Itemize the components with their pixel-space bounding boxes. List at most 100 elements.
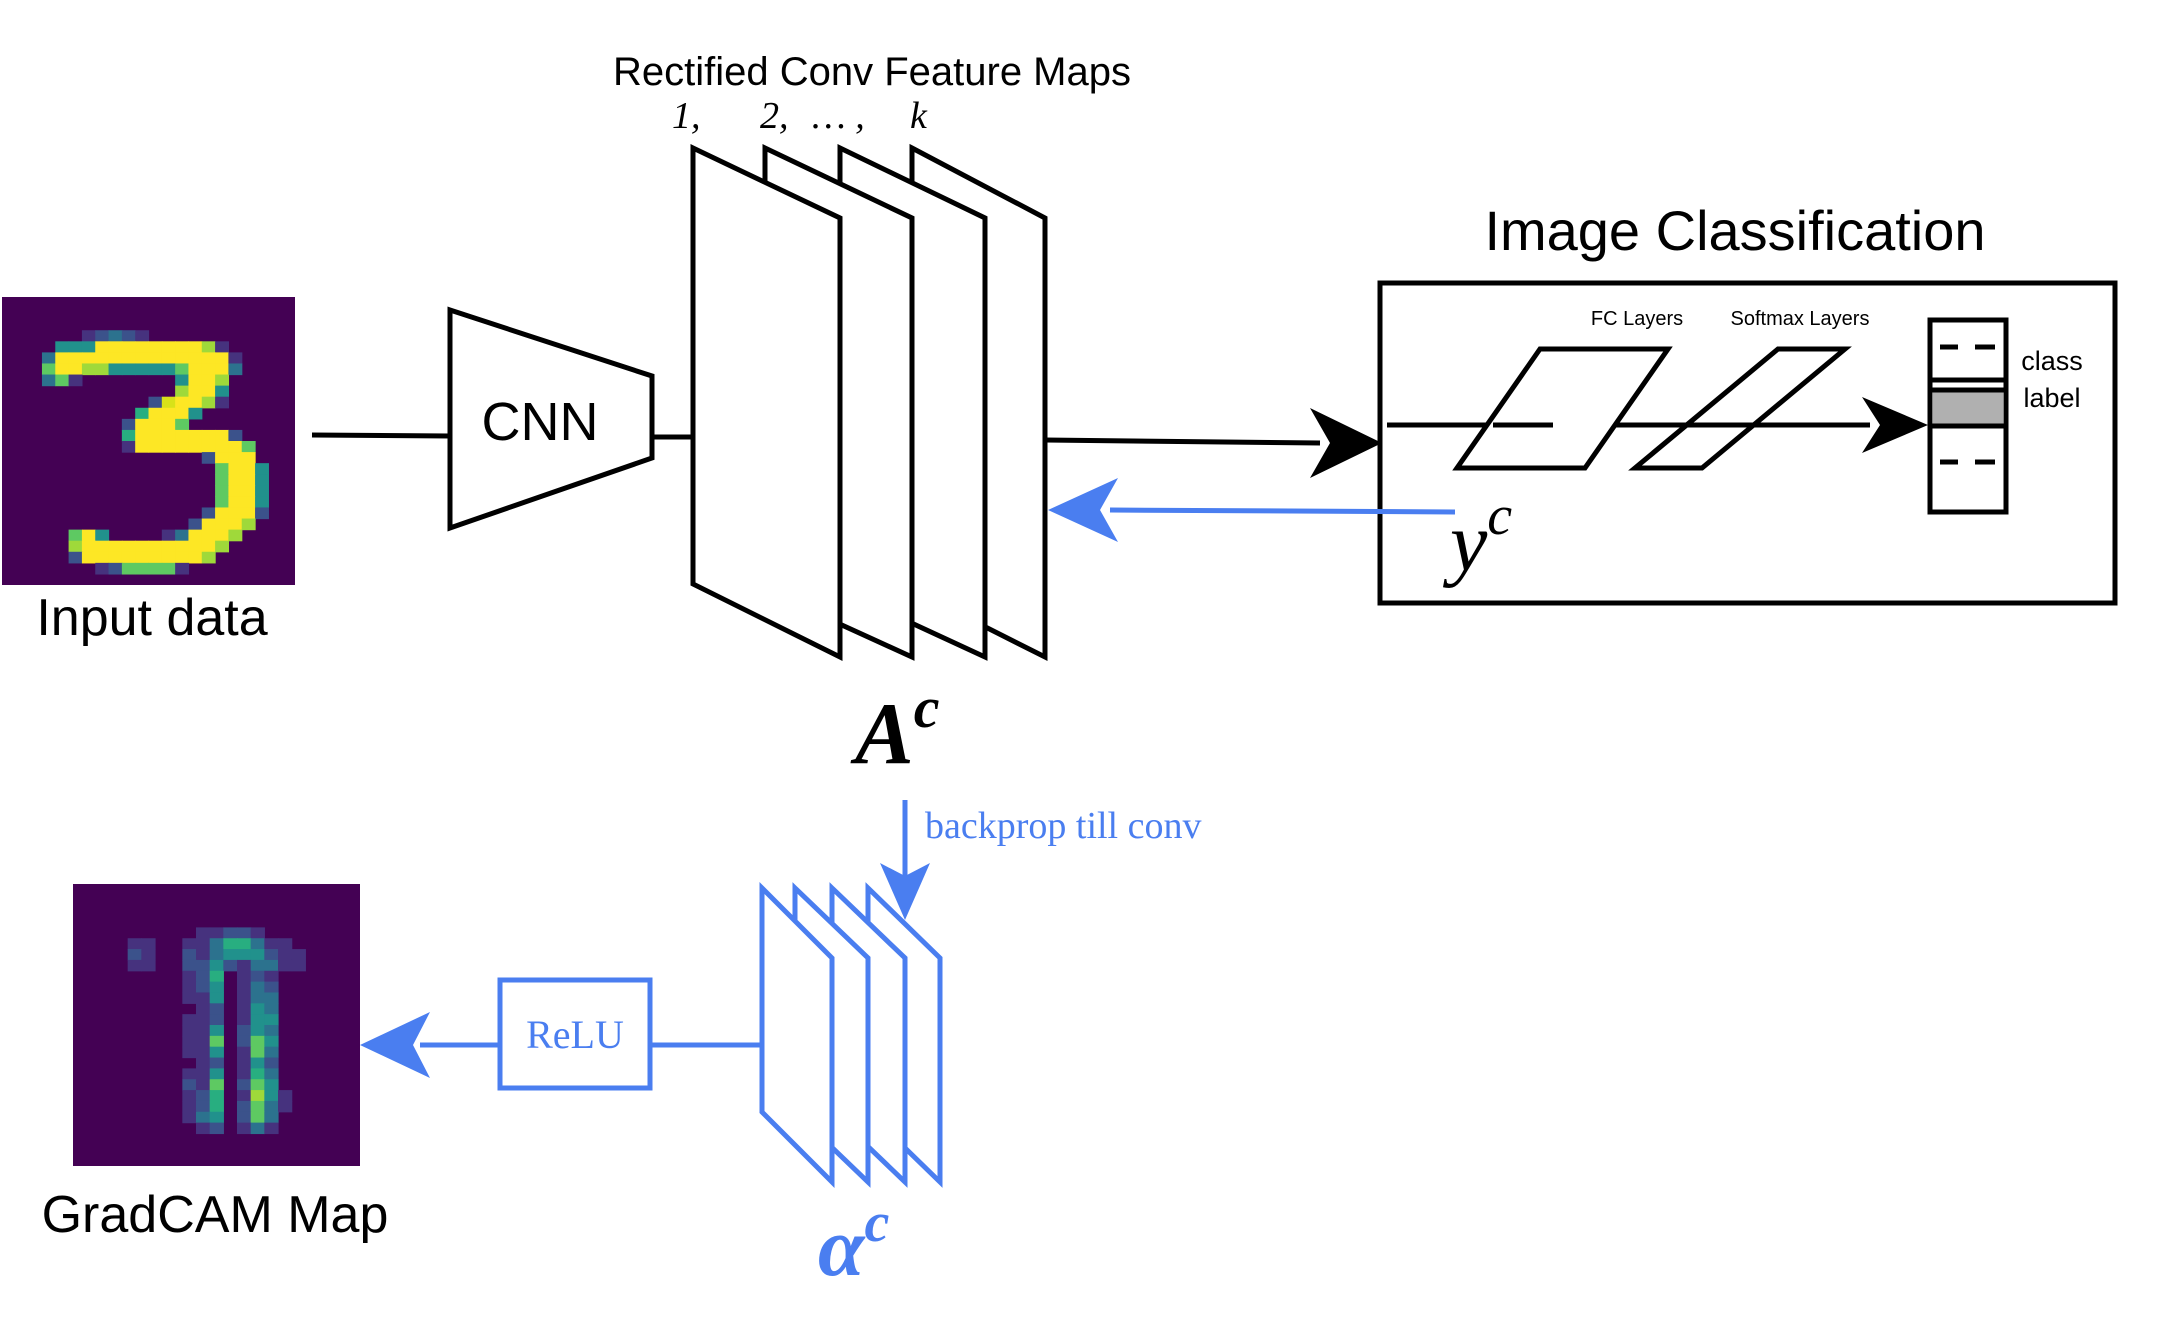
- input-image-pixel: [121, 352, 136, 365]
- gradcam-pixel: [278, 1100, 293, 1113]
- gradcam-pixel: [196, 1068, 211, 1080]
- input-image-pixel: [135, 429, 150, 442]
- input-image-pixel: [175, 418, 190, 431]
- input-image-pixel: [201, 396, 216, 409]
- gradcam-pixel: [264, 1003, 279, 1015]
- input-image-pixel: [201, 429, 216, 442]
- input-image-pixel: [241, 463, 256, 475]
- gradcam-pixel: [250, 1068, 265, 1080]
- gradcam-pixel: [196, 1122, 211, 1135]
- gradcam-pixel: [291, 959, 306, 972]
- input-image-pixel: [81, 551, 96, 564]
- input-digit-image: [2, 297, 295, 585]
- gradcam-pixel: [237, 981, 252, 994]
- gradient-weight-maps: [759, 881, 943, 1189]
- gradcam-pixel: [237, 992, 252, 1004]
- gradcam-pixel: [141, 949, 156, 961]
- input-image-pixel: [161, 540, 176, 553]
- gradcam-pixel: [209, 970, 224, 983]
- gradcam-pixel: [141, 959, 156, 972]
- softmax-layers-label: Softmax Layers: [1731, 308, 1870, 330]
- gradcam-pixel: [209, 1068, 224, 1080]
- relu-label: ReLU: [526, 1012, 624, 1057]
- class-vector-frame: [1927, 317, 2009, 515]
- input-image-pixel: [121, 418, 136, 431]
- input-image-pixel: [95, 352, 110, 365]
- gradcam-pixel: [237, 959, 252, 972]
- input-image-pixel: [175, 374, 190, 387]
- input-image-pixel: [215, 540, 230, 553]
- gradcam-pixel: [264, 1068, 279, 1080]
- gradcam-pixel: [223, 938, 238, 950]
- input-image-pixel: [228, 485, 243, 497]
- input-image-pixel: [135, 330, 150, 342]
- gradcam-pixel: [250, 1003, 265, 1015]
- input-image-pixel: [228, 496, 243, 509]
- fc-layers-label: FC Layers: [1591, 308, 1683, 330]
- gradcam-pixel: [196, 1003, 211, 1015]
- input-image-pixel: [255, 507, 269, 520]
- input-image-pixel: [95, 341, 110, 353]
- gradcam-pixel: [209, 1025, 224, 1037]
- input-image-pixel: [201, 363, 216, 376]
- input-image-pixel: [241, 496, 256, 509]
- input-image-pixel: [201, 452, 216, 464]
- gradcam-pixel: [264, 1046, 279, 1059]
- input-image-pixel: [228, 529, 243, 542]
- input-image-pixel: [161, 551, 176, 564]
- gradcam-pixel: [182, 1014, 197, 1026]
- input-image-pixel: [241, 441, 256, 453]
- gradcam-pixel: [237, 949, 252, 961]
- input-image-pixel: [81, 363, 96, 376]
- gradcam-pixel: [196, 1079, 211, 1091]
- input-image-pixel: [95, 529, 110, 542]
- maps-to-classifier-line: [1044, 437, 1321, 446]
- input-image-pixel: [135, 441, 150, 453]
- input-image-pixel: [161, 529, 176, 542]
- input-image-pixel: [135, 562, 150, 575]
- gradcam-pixel: [237, 1111, 252, 1124]
- gradcam-pixel: [196, 1025, 211, 1037]
- input-image-pixel: [161, 429, 176, 442]
- gradcam-pixel: [278, 949, 293, 961]
- relu-block: [497, 977, 653, 1091]
- gradcam-pixel: [291, 949, 306, 961]
- gradcam-pixel: [196, 1035, 211, 1048]
- input-image-pixel: [188, 385, 203, 398]
- gradcam-pixel: [209, 1014, 224, 1026]
- feature-map-index-1: 1,: [672, 95, 701, 137]
- input-image-pixel: [228, 518, 243, 531]
- input-image-pixel: [188, 429, 203, 442]
- gradcam-pixel: [237, 1035, 252, 1048]
- input-image-pixel: [121, 429, 136, 442]
- gradcam-pixel: [250, 949, 265, 961]
- gradcam-pixel: [264, 981, 279, 994]
- input-image-pixel: [81, 330, 96, 342]
- gradcam-pixel: [250, 938, 265, 950]
- input-image-pixel: [135, 418, 150, 431]
- gradcam-pixel: [237, 1003, 252, 1015]
- input-image-pixel: [188, 396, 203, 409]
- gradcam-pixel: [264, 1122, 279, 1135]
- gradcam-pixel: [250, 1079, 265, 1091]
- input-image-pixel: [81, 352, 96, 365]
- input-image-pixel: [148, 429, 163, 442]
- gradcam-pixel: [209, 992, 224, 1004]
- gradcam-pixel: [182, 1025, 197, 1037]
- class-label-text-line1: class: [2021, 346, 2083, 376]
- gradcam-pixel: [196, 970, 211, 983]
- input-image-pixel: [215, 352, 230, 365]
- weight-map-1: [759, 881, 835, 1189]
- feature-map-stack: [690, 143, 1048, 662]
- gradcam-pixel: [209, 949, 224, 961]
- gradcam-pixel: [237, 1100, 252, 1113]
- input-image-pixel: [175, 341, 190, 353]
- relu-to-gradcam-arrowhead: [360, 1012, 430, 1078]
- gradcam-pixel: [237, 927, 252, 939]
- input-image-pixel: [148, 418, 163, 431]
- gradcam-pixel: [182, 949, 197, 961]
- weights-symbol: αc: [818, 1192, 889, 1294]
- feature-map-1: [690, 144, 843, 662]
- gradcam-pixel: [250, 1057, 265, 1069]
- input-image-pixel: [228, 363, 243, 376]
